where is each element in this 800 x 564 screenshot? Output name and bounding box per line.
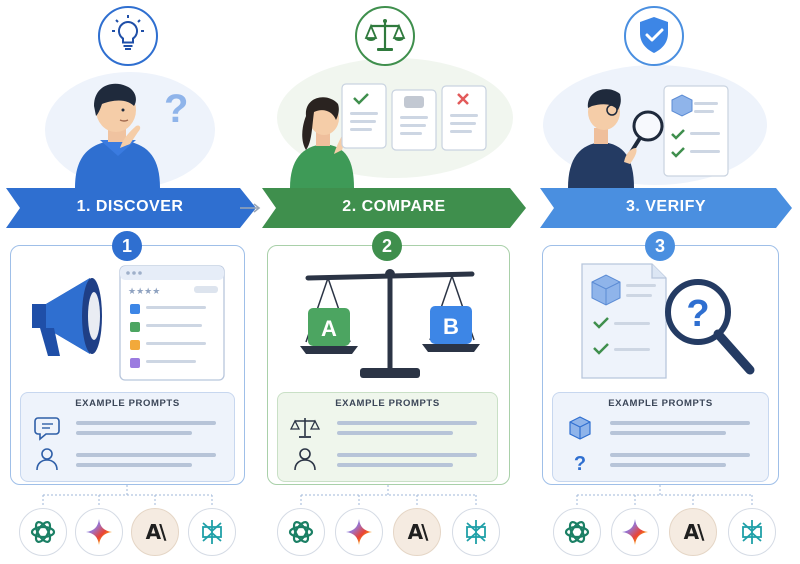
gemini-logo (611, 508, 659, 556)
comparing-woman-illustration (290, 83, 487, 188)
svg-text:?: ? (164, 87, 188, 131)
balance-scale-illustration: A B (300, 269, 480, 378)
gemini-logo (335, 508, 383, 556)
banner-discover-label: 1. DISCOVER (76, 198, 184, 215)
openai-logo (19, 508, 67, 556)
lightbulb-icon (98, 6, 158, 66)
prompts-title: EXAMPLE PROMPTS (608, 398, 713, 409)
banner-verify-label: 3. VERIFY (625, 198, 707, 215)
cube-icon (569, 416, 591, 440)
step-number-badge: 2 (372, 231, 402, 261)
document-magnifier-illustration: ? (581, 263, 755, 379)
step-number-badge: 3 (645, 231, 675, 261)
scales-icon (289, 418, 321, 438)
logo-connectors (42, 485, 753, 507)
openai-logo (553, 508, 601, 556)
thinking-man-illustration: ? (75, 83, 188, 188)
person-icon (294, 448, 316, 471)
perplexity-logo (188, 508, 236, 556)
verifying-man-illustration (568, 85, 729, 188)
megaphone-icon (32, 278, 102, 356)
anthropic-logo: A\ (669, 508, 717, 556)
step-number-badge: 1 (112, 231, 142, 261)
anthropic-logo: A\ (393, 508, 441, 556)
openai-logo (277, 508, 325, 556)
verify-prompt-rows: ? (569, 416, 750, 475)
app-window: ★★★★ (119, 265, 225, 381)
chat-icon (34, 417, 60, 441)
svg-text:★★★★: ★★★★ (128, 287, 160, 297)
compare-prompt-rows (289, 418, 477, 471)
perplexity-logo (452, 508, 500, 556)
discover-prompt-rows (34, 417, 216, 471)
svg-text:?: ? (686, 293, 709, 335)
scale-right-label: B (443, 314, 459, 339)
question-icon: ? (574, 453, 586, 475)
banner-compare-label: 2. COMPARE (342, 198, 446, 215)
person-icon (36, 448, 58, 471)
scales-icon (355, 6, 415, 66)
megaphone-window-illustration: ★★★★ (32, 265, 225, 381)
scale-left-label: A (321, 316, 337, 341)
perplexity-logo (728, 508, 776, 556)
prompts-title: EXAMPLE PROMPTS (75, 398, 180, 409)
prompts-title: EXAMPLE PROMPTS (335, 398, 440, 409)
anthropic-logo: A\ (131, 508, 179, 556)
gemini-logo (75, 508, 123, 556)
shield-check-icon (624, 6, 684, 66)
step-banners (6, 188, 792, 228)
